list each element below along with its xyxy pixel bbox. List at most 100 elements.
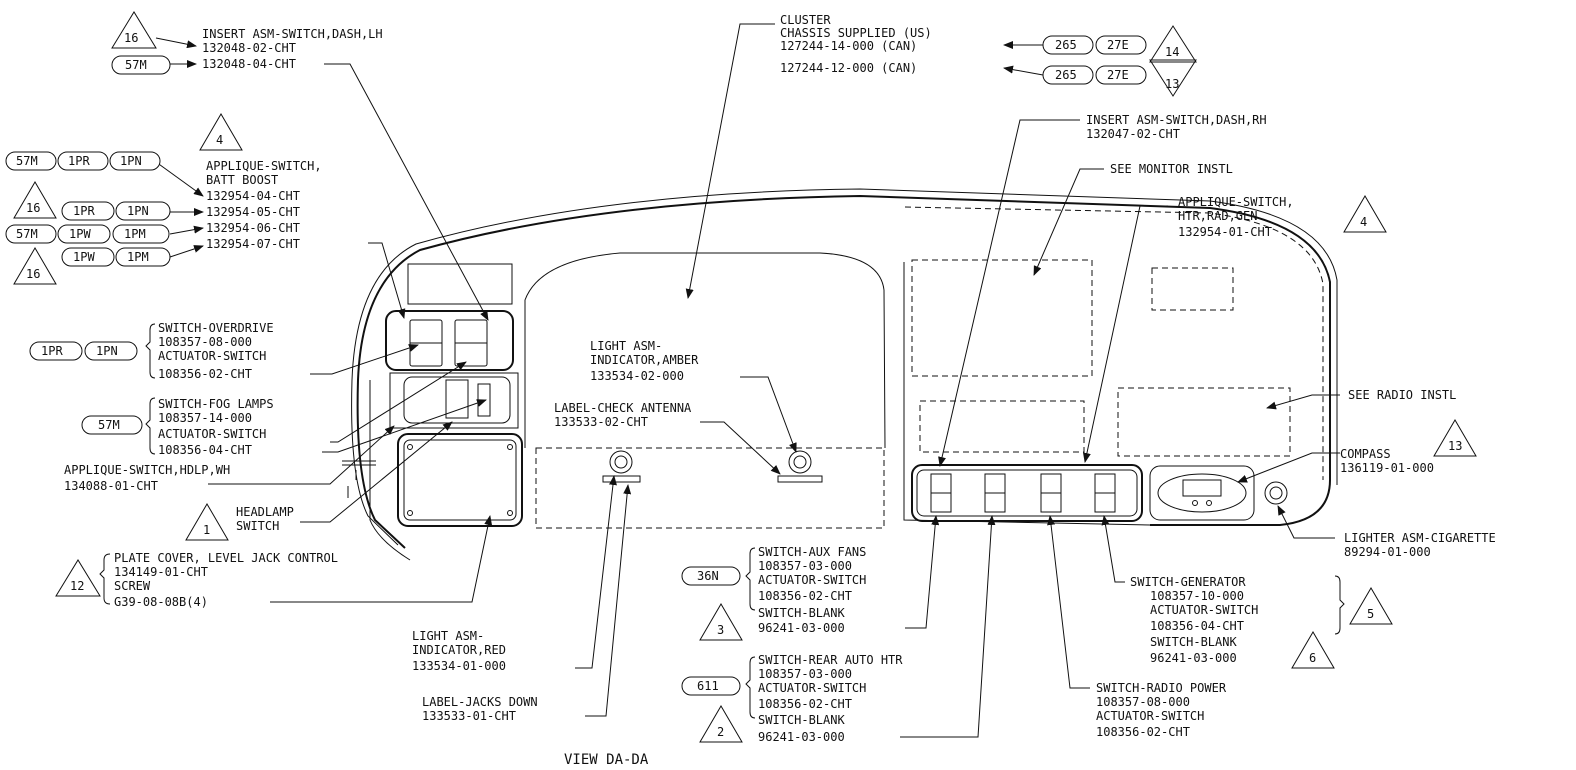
- delta-13-cluster-text: 13: [1165, 77, 1179, 91]
- cluster-line2: CHASSIS SUPPLIED (US): [780, 26, 932, 40]
- rp-line-1: SWITCH-RADIO POWER: [1096, 681, 1227, 695]
- mid-right-recess: [919, 400, 1085, 453]
- rear-line-3: ACTUATOR-SWITCH: [758, 681, 866, 695]
- red-line-3: 133534-01-000: [412, 659, 506, 673]
- delta-3: [699, 603, 743, 641]
- see-radio: SEE RADIO INSTL: [1348, 388, 1456, 402]
- delta-5: [1349, 587, 1393, 625]
- amber-line-2: INDICATOR,AMBER: [590, 353, 699, 367]
- delta-16-lh: [111, 11, 157, 49]
- delta-16-b: [13, 181, 57, 219]
- od-line-3: ACTUATOR-SWITCH: [158, 349, 266, 363]
- option-r2-a: 1PR: [73, 204, 95, 218]
- headlamp-switch: [445, 379, 469, 419]
- amber-indicator-light: [788, 450, 812, 474]
- od-line-1: SWITCH-OVERDRIVE: [158, 321, 274, 335]
- aux-line-1: SWITCH-AUX FANS: [758, 545, 866, 559]
- insert-rh-part: 132047-02-CHT: [1086, 127, 1180, 141]
- batt-part-4: 132954-07-CHT: [206, 237, 300, 251]
- gen-line-3: ACTUATOR-SWITCH: [1150, 603, 1258, 617]
- aux-line-2: 108357-03-000: [758, 559, 852, 573]
- option-rear: 611: [697, 679, 719, 693]
- leader-lines: [155, 23, 1340, 738]
- option-r1-b: 1PR: [68, 154, 90, 168]
- insert-lh-title: INSERT ASM-SWITCH,DASH,LH: [202, 27, 383, 41]
- delta-16-lh-text: 16: [124, 31, 138, 45]
- batt-title: APPLIQUE-SWITCH,: [206, 159, 322, 173]
- compass-title: COMPASS: [1340, 447, 1391, 461]
- headlamp-line-1: HEADLAMP: [236, 505, 294, 519]
- option-r3-b: 1PW: [69, 227, 91, 241]
- od-line-4: 108356-02-CHT: [158, 367, 252, 381]
- delta-13-cluster: [1149, 59, 1197, 97]
- upper-left-recess: [407, 263, 513, 305]
- aux-line-3: ACTUATOR-SWITCH: [758, 573, 866, 587]
- insert-lh-part-2: 132048-04-CHT: [202, 57, 296, 71]
- compass-bezel: [1149, 465, 1255, 521]
- amber-line-3: 133534-02-000: [590, 369, 684, 383]
- htr-title-2: HTR,RAD,GEN: [1178, 209, 1257, 223]
- delta-4-htr: [1343, 195, 1387, 233]
- option-od-b: 1PN: [96, 344, 118, 358]
- delta-2-text: 2: [717, 725, 724, 739]
- gen-line-2: 108357-10-000: [1150, 589, 1244, 603]
- compass: [1157, 473, 1247, 513]
- plate-line-4: G39-08-08B(4): [114, 595, 208, 609]
- fog-line-2: 108357-14-000: [158, 411, 252, 425]
- rp-line-4: 108356-02-CHT: [1096, 725, 1190, 739]
- upper-right-recess: [1151, 267, 1234, 311]
- delta-4-batt: [199, 113, 243, 151]
- antenna-line-1: LABEL-CHECK ANTENNA: [554, 401, 692, 415]
- dash-panel-outline: [342, 188, 1338, 561]
- insert-lh-part-1: 132048-02-CHT: [202, 41, 296, 55]
- fog-switch: [477, 383, 491, 417]
- option-265-a: 265: [1055, 38, 1077, 52]
- headlamp-line-2: SWITCH: [236, 519, 279, 533]
- delta-2: [699, 705, 743, 743]
- jacks-line-2: 133533-01-CHT: [422, 709, 516, 723]
- delta-4-htr-text: 4: [1360, 215, 1367, 229]
- batt-part-2: 132954-05-CHT: [206, 205, 300, 219]
- plate-line-2: 134149-01-CHT: [114, 565, 208, 579]
- option-od-a: 1PR: [41, 344, 63, 358]
- option-r2-b: 1PN: [127, 204, 149, 218]
- braces: [99, 323, 1345, 719]
- delta-16-c-text: 16: [26, 267, 40, 281]
- callout-text: INSERT ASM-SWITCH,DASH,LH 132048-02-CHT …: [64, 13, 1496, 768]
- option-57m-lh-text: 57M: [125, 58, 147, 72]
- delta-5-text: 5: [1367, 607, 1374, 621]
- batt-title-2: BATT BOOST: [206, 173, 278, 187]
- red-indicator-light: [609, 450, 633, 474]
- antenna-line-2: 133533-02-CHT: [554, 415, 648, 429]
- gen-line-4: 108356-04-CHT: [1150, 619, 1244, 633]
- delta-16-c: [13, 247, 57, 285]
- option-27e-b: 27E: [1107, 68, 1129, 82]
- view-title: VIEW DA-DA: [564, 752, 649, 768]
- hdlp-line-1: APPLIQUE-SWITCH,HDLP,WH: [64, 463, 230, 477]
- amber-line-1: LIGHT ASM-: [590, 339, 662, 353]
- red-line-2: INDICATOR,RED: [412, 643, 506, 657]
- option-r4-b: 1PM: [127, 250, 149, 264]
- jacks-line-1: LABEL-JACKS DOWN: [422, 695, 538, 709]
- option-57m-lh: [111, 55, 171, 75]
- gen-blank-2: 96241-03-000: [1150, 651, 1237, 665]
- rear-line-1: SWITCH-REAR AUTO HTR: [758, 653, 903, 667]
- batt-part-3: 132954-06-CHT: [206, 221, 300, 235]
- cluster-recess: [524, 252, 886, 449]
- cluster-title: CLUSTER: [780, 13, 831, 27]
- red-line-1: LIGHT ASM-: [412, 629, 484, 643]
- rear-blank-2: 96241-03-000: [758, 730, 845, 744]
- delta-triangles: 16 14 13 4 16 16 4 13 1 12 3 5 6 2: [13, 11, 1477, 743]
- option-r4-a: 1PW: [73, 250, 95, 264]
- batt-part-1: 132954-04-CHT: [206, 189, 300, 203]
- cigarette-lighter: [1264, 481, 1288, 505]
- od-line-2: 108357-08-000: [158, 335, 252, 349]
- option-r1-c: 1PN: [120, 154, 142, 168]
- fog-line-4: 108356-04-CHT: [158, 443, 252, 457]
- htr-part: 132954-01-CHT: [1178, 225, 1272, 239]
- delta-12-text: 12: [70, 579, 84, 593]
- rh-switch-insert: [911, 464, 1143, 522]
- fog-applique: [389, 372, 519, 429]
- fog-line-1: SWITCH-FOG LAMPS: [158, 397, 274, 411]
